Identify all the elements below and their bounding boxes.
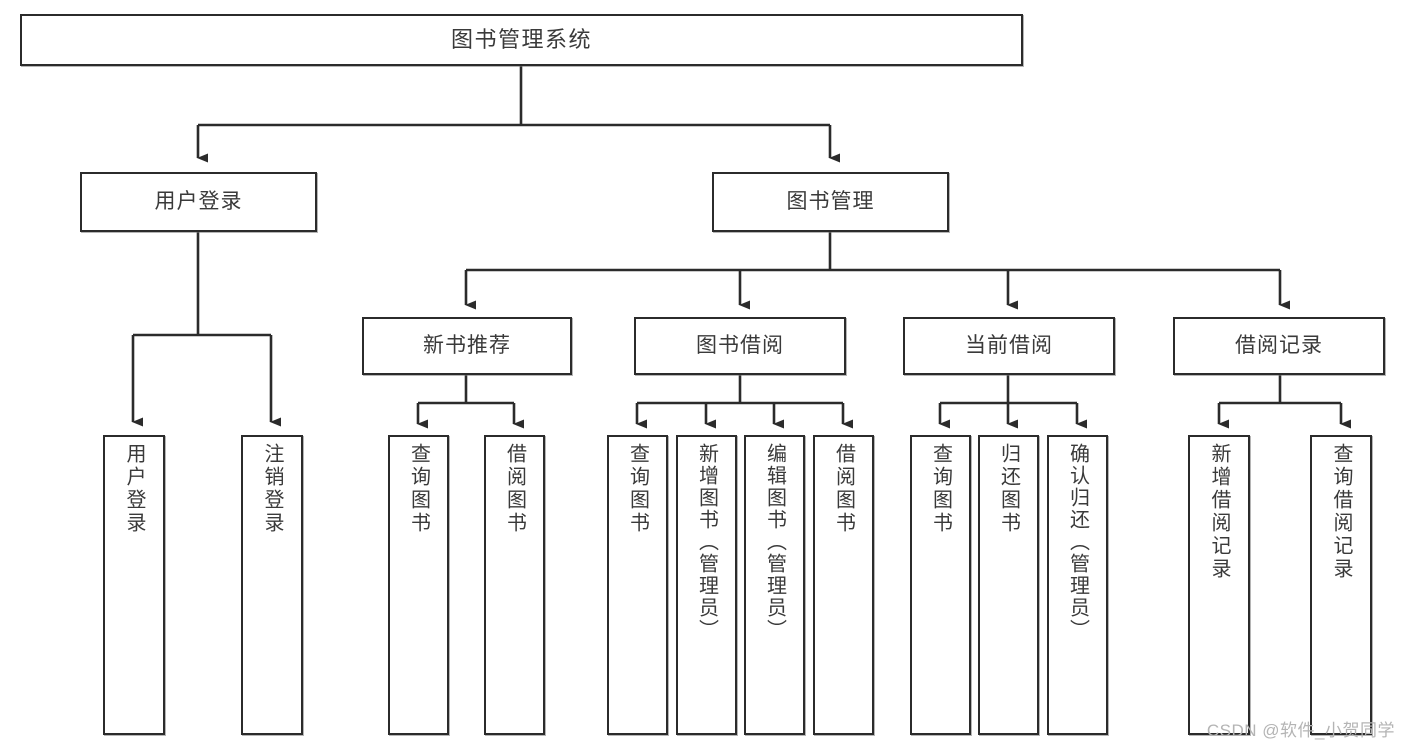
leaf-current-borrow-confirm-return-admin[interactable]: 确认归还（管理员） — [1047, 435, 1108, 735]
node-label: 借阅图书 — [832, 443, 855, 535]
node-label: 编辑图书（管理员） — [763, 443, 786, 641]
leaf-new-book-borrow-books[interactable]: 借阅图书 — [484, 435, 545, 735]
leaf-book-borrow-add-book-admin[interactable]: 新增图书（管理员） — [676, 435, 737, 735]
leaf-user-login-login[interactable]: 用户登录 — [103, 435, 165, 735]
node-current-borrow[interactable]: 当前借阅 — [903, 317, 1115, 375]
node-label: 新增图书（管理员） — [695, 443, 718, 641]
leaf-current-borrow-query-books[interactable]: 查询图书 — [910, 435, 971, 735]
node-label: 借阅图书 — [503, 443, 526, 535]
node-label: 用户登录 — [154, 189, 243, 213]
node-label: 查询图书 — [407, 443, 430, 535]
watermark: CSDN @软件_小贺同学 — [1206, 721, 1395, 740]
leaf-book-borrow-edit-book-admin[interactable]: 编辑图书（管理员） — [744, 435, 805, 735]
node-label: 归还图书 — [997, 443, 1020, 535]
node-label: 新增借阅记录 — [1208, 443, 1230, 581]
leaf-borrow-record-add-record[interactable]: 新增借阅记录 — [1188, 435, 1250, 735]
leaf-new-book-query-books[interactable]: 查询图书 — [388, 435, 449, 735]
node-new-book-recommend[interactable]: 新书推荐 — [362, 317, 572, 375]
node-label: 注销登录 — [261, 443, 283, 535]
leaf-user-login-logout[interactable]: 注销登录 — [241, 435, 303, 735]
node-label: 图书借阅 — [696, 333, 784, 357]
node-label: 新书推荐 — [423, 333, 511, 357]
node-book-management[interactable]: 图书管理 — [712, 172, 949, 232]
node-label: 查询图书 — [929, 443, 952, 535]
leaf-current-borrow-return-books[interactable]: 归还图书 — [978, 435, 1039, 735]
node-book-borrow[interactable]: 图书借阅 — [634, 317, 846, 375]
node-root-book-management-system[interactable]: 图书管理系统 — [20, 14, 1023, 66]
node-label: 当前借阅 — [965, 333, 1053, 357]
node-label: 图书管理 — [786, 189, 875, 213]
node-label: 图书管理系统 — [450, 27, 592, 53]
node-borrow-record[interactable]: 借阅记录 — [1173, 317, 1385, 375]
node-user-login[interactable]: 用户登录 — [80, 172, 317, 232]
node-label: 用户登录 — [123, 443, 145, 535]
leaf-borrow-record-query-record[interactable]: 查询借阅记录 — [1310, 435, 1372, 735]
node-label: 查询借阅记录 — [1330, 443, 1352, 581]
leaf-book-borrow-borrow-books[interactable]: 借阅图书 — [813, 435, 874, 735]
node-label: 查询图书 — [626, 443, 649, 535]
node-label: 借阅记录 — [1235, 333, 1323, 357]
node-label: 确认归还（管理员） — [1066, 443, 1089, 641]
leaf-book-borrow-query-books[interactable]: 查询图书 — [607, 435, 668, 735]
